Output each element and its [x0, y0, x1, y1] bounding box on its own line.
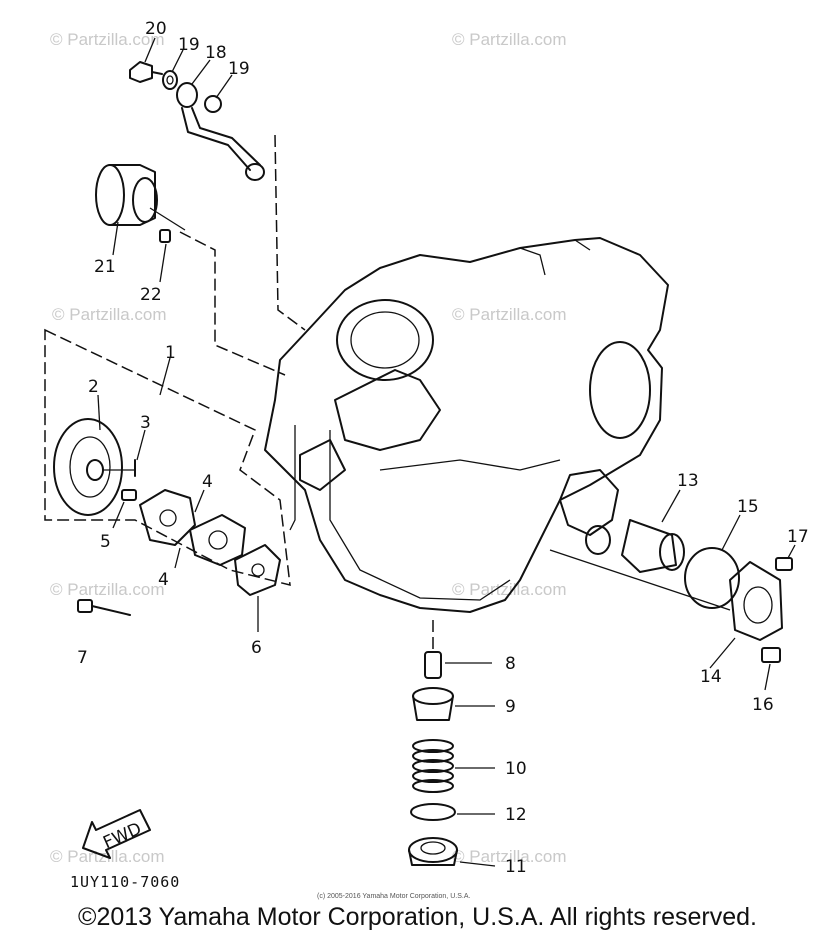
oil-pump-group-box	[44, 328, 291, 586]
part-6-gasket	[234, 544, 281, 596]
part-14-filter-cover	[729, 561, 783, 641]
leader-lines	[97, 37, 796, 867]
part-9-plug	[412, 687, 454, 721]
callout-13: 13	[677, 471, 699, 491]
small-copyright: (c) 2005-2016 Yamaha Motor Corporation, …	[317, 893, 470, 900]
watermark: © Partzilla.com	[452, 30, 567, 49]
callout-4: 4	[202, 472, 213, 492]
callout-15: 15	[737, 497, 759, 517]
callout-9: 9	[505, 697, 516, 717]
part-7-bolt	[77, 599, 131, 616]
callout-19b: 19	[228, 59, 250, 79]
part-16-bolt	[761, 647, 781, 663]
part-22-key	[159, 229, 171, 243]
part-5-bolt	[121, 489, 137, 501]
part-12-o-ring	[410, 803, 456, 821]
copyright-footer: ©2013 Yamaha Motor Corporation, U.S.A. A…	[78, 903, 757, 931]
part-8-pipe	[424, 651, 442, 679]
watermark: © Partzilla.com	[452, 305, 567, 324]
watermark: © Partzilla.com	[50, 580, 165, 599]
callout-6: 6	[251, 638, 262, 658]
callout-4b: 4	[158, 570, 169, 590]
part-19-washer	[162, 70, 178, 90]
part-15-o-ring	[684, 547, 740, 609]
callouts: 1 2 3 4 4 5 6 7 8 9 10 11 12 13 14 15 16…	[77, 19, 809, 877]
crankcase-drawing	[179, 134, 669, 613]
part-4-oil-pump	[139, 489, 246, 566]
callout-17: 17	[787, 527, 809, 547]
diagram-code: 1UY110-7060	[70, 873, 180, 891]
callout-16: 16	[752, 695, 774, 715]
watermark: © Partzilla.com	[452, 580, 567, 599]
part-13-oil-filter	[549, 469, 731, 611]
watermark: © Partzilla.com	[50, 30, 165, 49]
callout-3: 3	[140, 413, 151, 433]
parts-diagram: © Partzilla.com © Partzilla.com © Partzi…	[44, 19, 809, 900]
callout-14: 14	[700, 667, 722, 687]
part-20-bolt	[129, 61, 163, 83]
callout-18: 18	[205, 43, 227, 63]
callout-20: 20	[145, 19, 167, 39]
part-17-screw	[775, 557, 793, 571]
callout-2: 2	[88, 377, 99, 397]
callout-5: 5	[100, 532, 111, 552]
part-18-oil-pipe	[176, 82, 265, 181]
callout-22: 22	[140, 285, 162, 305]
watermark: © Partzilla.com	[452, 847, 567, 866]
callout-21: 21	[94, 257, 116, 277]
callout-11: 11	[505, 857, 527, 877]
callout-8: 8	[505, 654, 516, 674]
callout-19: 19	[178, 35, 200, 55]
callout-1: 1	[165, 343, 176, 363]
part-2-gear	[53, 418, 135, 516]
part-11-drain-bolt	[408, 837, 458, 866]
part-10-spring	[412, 739, 454, 793]
watermark: © Partzilla.com	[52, 305, 167, 324]
watermarks: © Partzilla.com © Partzilla.com © Partzi…	[50, 30, 567, 866]
callout-12: 12	[505, 805, 527, 825]
callout-10: 10	[505, 759, 527, 779]
part-21-rotor	[95, 164, 186, 231]
callout-7: 7	[77, 648, 88, 668]
